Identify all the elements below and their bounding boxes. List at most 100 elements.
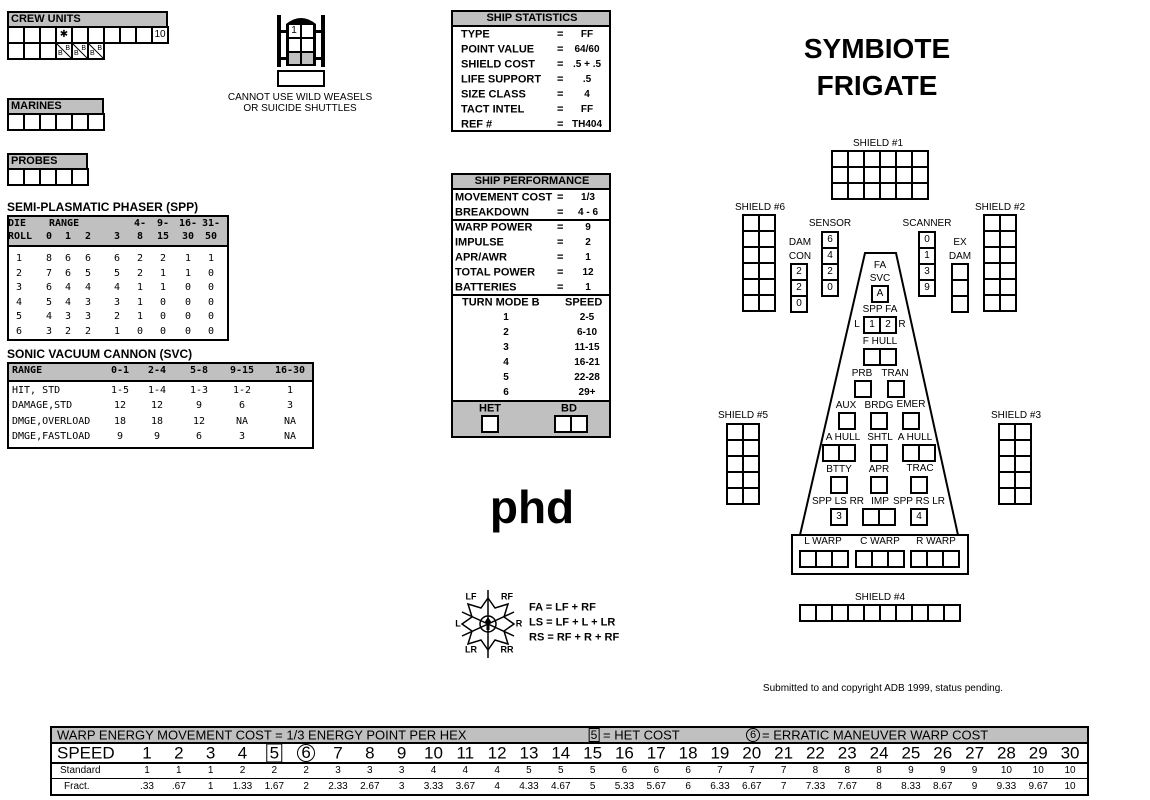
damage-box[interactable]: [849, 168, 863, 182]
damage-box[interactable]: [985, 296, 999, 310]
damage-box[interactable]: [824, 446, 838, 460]
damage-box[interactable]: [920, 446, 934, 460]
damage-box[interactable]: [889, 382, 903, 396]
damage-box[interactable]: [897, 606, 911, 620]
damage-box[interactable]: [760, 296, 774, 310]
damage-box[interactable]: [760, 248, 774, 262]
damage-box[interactable]: [897, 168, 911, 182]
damage-box[interactable]: [985, 264, 999, 278]
damage-box[interactable]: [760, 216, 774, 230]
damage-box[interactable]: [9, 170, 23, 184]
damage-box[interactable]: [873, 552, 887, 566]
damage-box[interactable]: [865, 350, 879, 364]
damage-box[interactable]: [865, 152, 879, 166]
damage-box[interactable]: [105, 28, 119, 42]
damage-box[interactable]: [928, 552, 942, 566]
damage-box[interactable]: [857, 552, 871, 566]
damage-box[interactable]: [865, 168, 879, 182]
damage-box[interactable]: 2: [792, 281, 806, 295]
damage-box[interactable]: [881, 168, 895, 182]
damage-box[interactable]: [833, 606, 847, 620]
damage-box[interactable]: [833, 552, 847, 566]
damage-box[interactable]: [728, 425, 742, 439]
damage-box[interactable]: [9, 28, 23, 42]
damage-box[interactable]: [1001, 248, 1015, 262]
damage-box[interactable]: [833, 152, 847, 166]
damage-box[interactable]: [801, 606, 815, 620]
damage-box[interactable]: [556, 417, 570, 431]
damage-box[interactable]: [1016, 473, 1030, 487]
damage-box[interactable]: [760, 264, 774, 278]
damage-box[interactable]: [872, 414, 886, 428]
damage-box[interactable]: [1001, 216, 1015, 230]
damage-box[interactable]: [985, 248, 999, 262]
damage-box[interactable]: [57, 170, 71, 184]
damage-box[interactable]: 0: [792, 297, 806, 311]
damage-box[interactable]: [913, 152, 927, 166]
damage-box[interactable]: [728, 489, 742, 503]
damage-box[interactable]: [1016, 489, 1030, 503]
damage-box[interactable]: [121, 28, 135, 42]
damage-box[interactable]: [849, 152, 863, 166]
damage-box[interactable]: [25, 28, 39, 42]
damage-box[interactable]: [744, 457, 758, 471]
damage-box[interactable]: [953, 281, 967, 295]
damage-box[interactable]: [881, 152, 895, 166]
damage-box[interactable]: 0: [823, 281, 837, 295]
damage-box[interactable]: [929, 606, 943, 620]
damage-box[interactable]: [897, 152, 911, 166]
damage-box[interactable]: 2: [823, 265, 837, 279]
damage-box[interactable]: [801, 552, 815, 566]
damage-box[interactable]: [728, 441, 742, 455]
damage-box[interactable]: [817, 552, 831, 566]
damage-box[interactable]: [137, 28, 151, 42]
damage-box[interactable]: [1016, 441, 1030, 455]
damage-box[interactable]: [881, 606, 895, 620]
damage-box[interactable]: [25, 115, 39, 129]
damage-box[interactable]: 10: [153, 28, 167, 42]
damage-box[interactable]: [840, 446, 854, 460]
damage-box[interactable]: [985, 280, 999, 294]
damage-box[interactable]: 0: [920, 233, 934, 247]
damage-box[interactable]: [913, 184, 927, 198]
damage-box[interactable]: [912, 478, 926, 492]
damage-box[interactable]: [728, 473, 742, 487]
damage-box[interactable]: [1000, 473, 1014, 487]
damage-box[interactable]: 2: [792, 265, 806, 279]
damage-box[interactable]: [1001, 264, 1015, 278]
damage-box[interactable]: [744, 264, 758, 278]
damage-box[interactable]: [889, 552, 903, 566]
damage-box[interactable]: [744, 216, 758, 230]
damage-box[interactable]: A: [873, 287, 887, 301]
damage-box[interactable]: [849, 606, 863, 620]
damage-box[interactable]: [881, 350, 895, 364]
damage-box[interactable]: [73, 170, 87, 184]
damage-box[interactable]: [953, 297, 967, 311]
damage-box[interactable]: 3: [832, 510, 846, 524]
damage-box[interactable]: 1: [920, 249, 934, 263]
damage-box[interactable]: [1001, 280, 1015, 294]
damage-box[interactable]: [1000, 441, 1014, 455]
damage-box[interactable]: [73, 28, 87, 42]
damage-box[interactable]: [872, 446, 886, 460]
damage-box[interactable]: [865, 184, 879, 198]
damage-box[interactable]: [744, 425, 758, 439]
damage-box[interactable]: [744, 232, 758, 246]
damage-box[interactable]: [904, 414, 918, 428]
damage-box[interactable]: [985, 216, 999, 230]
damage-box[interactable]: [985, 232, 999, 246]
damage-box[interactable]: [41, 44, 55, 58]
damage-box[interactable]: 1: [865, 318, 879, 332]
damage-box[interactable]: [897, 184, 911, 198]
damage-box[interactable]: [744, 441, 758, 455]
damage-box[interactable]: [9, 44, 23, 58]
damage-box[interactable]: [41, 170, 55, 184]
damage-box[interactable]: [728, 457, 742, 471]
damage-box[interactable]: [880, 510, 894, 524]
damage-box[interactable]: [41, 28, 55, 42]
damage-box[interactable]: [760, 232, 774, 246]
damage-box[interactable]: 6: [823, 233, 837, 247]
